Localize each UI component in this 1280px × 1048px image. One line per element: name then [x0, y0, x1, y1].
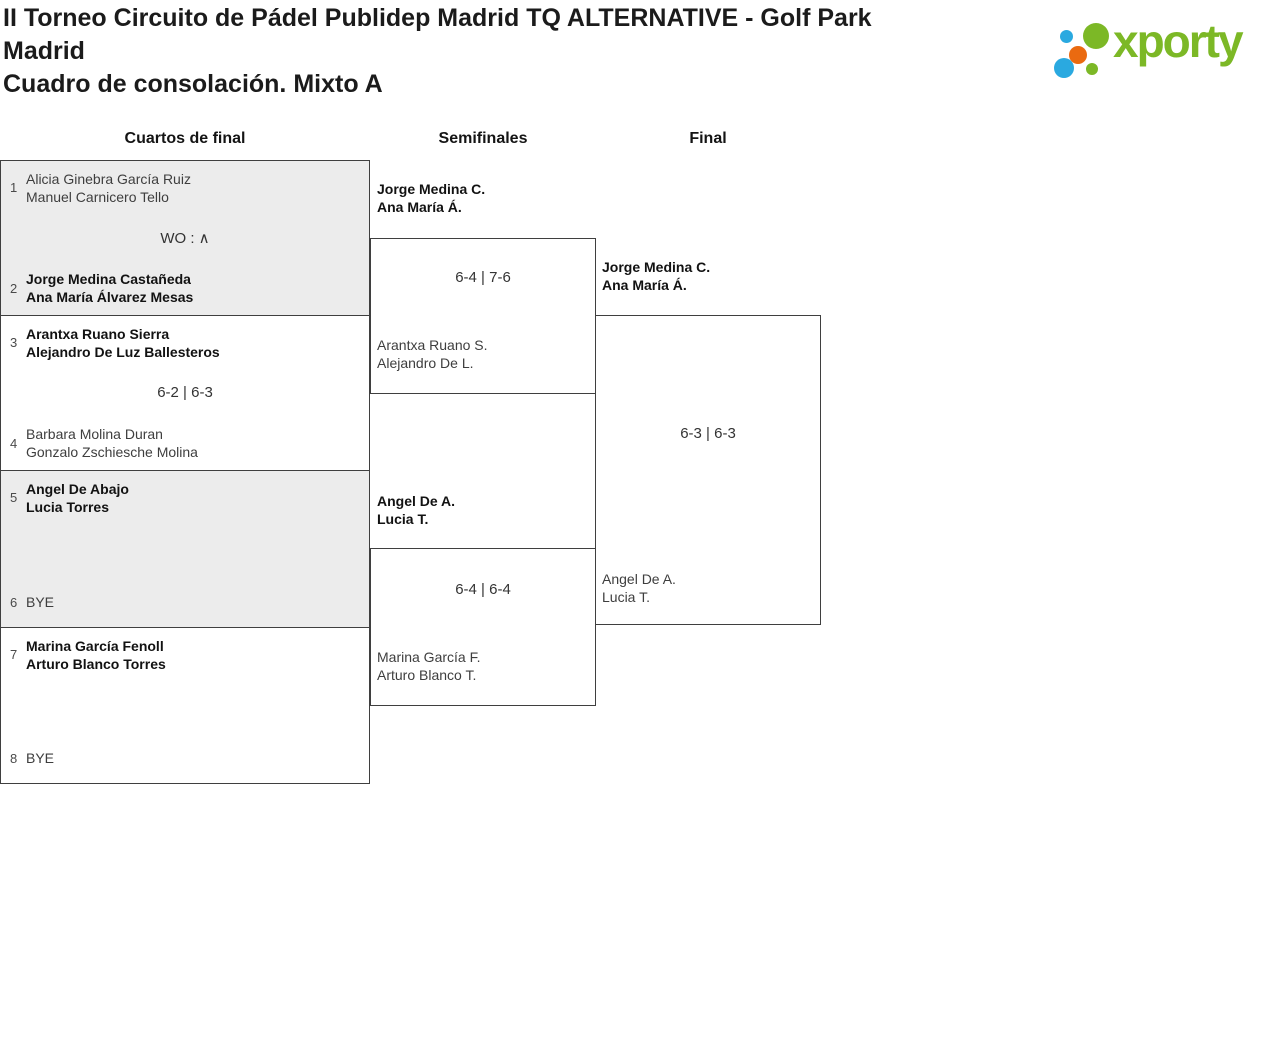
seed-number: 3	[10, 335, 18, 350]
match-score: WO : ∧	[160, 230, 210, 247]
logo-dot-icon	[1060, 30, 1073, 43]
page-header: II Torneo Circuito de Pádel Publidep Mad…	[3, 2, 895, 101]
player-name: Alejandro De L.	[377, 355, 474, 371]
team-pair: Jorge Medina Castañeda Ana María Álvarez…	[26, 270, 193, 306]
player-name: Angel De A.	[377, 493, 456, 509]
seed-number: 4	[10, 436, 18, 451]
bye-label: BYE	[26, 750, 55, 766]
player-name: Arantxa Ruano Sierra	[26, 326, 170, 342]
round-header-semifinals: Semifinales	[438, 130, 528, 147]
team-pair: BYE	[26, 749, 54, 767]
player-name: Lucia Torres	[26, 499, 109, 515]
round-header-quarterfinals: Cuartos de final	[124, 130, 246, 147]
semifinal-1-winner: Jorge Medina C. Ana María Á.	[377, 180, 485, 216]
semifinal-2-winner: Angel De A. Lucia T.	[377, 492, 455, 528]
round-header-final: Final	[689, 130, 727, 147]
semifinal-1-loser: Arantxa Ruano S. Alejandro De L.	[377, 336, 488, 372]
final-winner: Jorge Medina C. Ana María Á.	[602, 258, 710, 294]
quarterfinal-match-3[interactable]: 5 Angel De Abajo Lucia Torres 6 BYE	[0, 470, 370, 628]
bracket-subtitle: Cuadro de consolación. Mixto A	[3, 70, 383, 98]
logo-dot-icon	[1086, 63, 1098, 75]
player-name: Ana María Álvarez Mesas	[26, 289, 194, 305]
player-name: Lucia T.	[377, 511, 429, 527]
player-name: Manuel Carnicero Tello	[26, 189, 169, 205]
player-name: Angel De Abajo	[26, 481, 129, 497]
seed-number: 2	[10, 281, 18, 296]
seed-number: 5	[10, 490, 18, 505]
team-pair: Marina García Fenoll Arturo Blanco Torre…	[26, 637, 166, 673]
seed-number: 1	[10, 180, 18, 195]
match-score: 6-4 | 7-6	[455, 269, 511, 286]
team-pair: Arantxa Ruano Sierra Alejandro De Luz Ba…	[26, 325, 220, 361]
player-name: Angel De A.	[602, 571, 676, 587]
seed-number: 8	[10, 751, 18, 766]
seed-number: 7	[10, 647, 18, 662]
semifinal-2-loser: Marina García F. Arturo Blanco T.	[377, 648, 480, 684]
team-pair: BYE	[26, 593, 54, 611]
player-name: Lucia T.	[602, 589, 650, 605]
player-name: Ana María Á.	[377, 199, 462, 215]
player-name: Arturo Blanco Torres	[26, 656, 166, 672]
match-score: 6-3 | 6-3	[680, 425, 736, 442]
quarterfinal-match-2[interactable]: 3 Arantxa Ruano Sierra Alejandro De Luz …	[0, 315, 370, 471]
final-match[interactable]	[595, 315, 821, 625]
match-score: 6-2 | 6-3	[157, 384, 213, 401]
player-name: Alejandro De Luz Ballesteros	[26, 344, 220, 360]
seed-number: 6	[10, 595, 18, 610]
match-score: 6-4 | 6-4	[455, 581, 511, 598]
logo-dot-icon	[1069, 46, 1087, 64]
xporty-logo[interactable]: xporty	[1048, 8, 1273, 93]
player-name: Jorge Medina C.	[602, 259, 711, 275]
team-pair: Barbara Molina Duran Gonzalo Zschiesche …	[26, 425, 198, 461]
quarterfinal-match-4[interactable]: 7 Marina García Fenoll Arturo Blanco Tor…	[0, 627, 370, 784]
player-name: Arantxa Ruano S.	[377, 337, 488, 353]
player-name: Gonzalo Zschiesche Molina	[26, 444, 198, 460]
logo-dot-icon	[1083, 23, 1109, 49]
team-pair: Angel De Abajo Lucia Torres	[26, 480, 129, 516]
player-name: Jorge Medina Castañeda	[26, 271, 191, 287]
final-loser: Angel De A. Lucia T.	[602, 570, 676, 606]
semifinal-match-2[interactable]	[370, 548, 596, 706]
player-name: Arturo Blanco T.	[377, 667, 477, 683]
player-name: Marina García F.	[377, 649, 481, 665]
quarterfinal-match-1[interactable]: 1 Alicia Ginebra García Ruiz Manuel Carn…	[0, 160, 370, 316]
player-name: Jorge Medina C.	[377, 181, 486, 197]
logo-wordmark: xporty	[1113, 15, 1244, 67]
tournament-title: II Torneo Circuito de Pádel Publidep Mad…	[3, 4, 872, 65]
bye-label: BYE	[26, 594, 55, 610]
logo-dot-icon	[1054, 58, 1074, 78]
player-name: Barbara Molina Duran	[26, 426, 163, 442]
player-name: Ana María Á.	[602, 277, 687, 293]
player-name: Marina García Fenoll	[26, 638, 164, 654]
player-name: Alicia Ginebra García Ruiz	[26, 171, 191, 187]
team-pair: Alicia Ginebra García Ruiz Manuel Carnic…	[26, 170, 191, 206]
